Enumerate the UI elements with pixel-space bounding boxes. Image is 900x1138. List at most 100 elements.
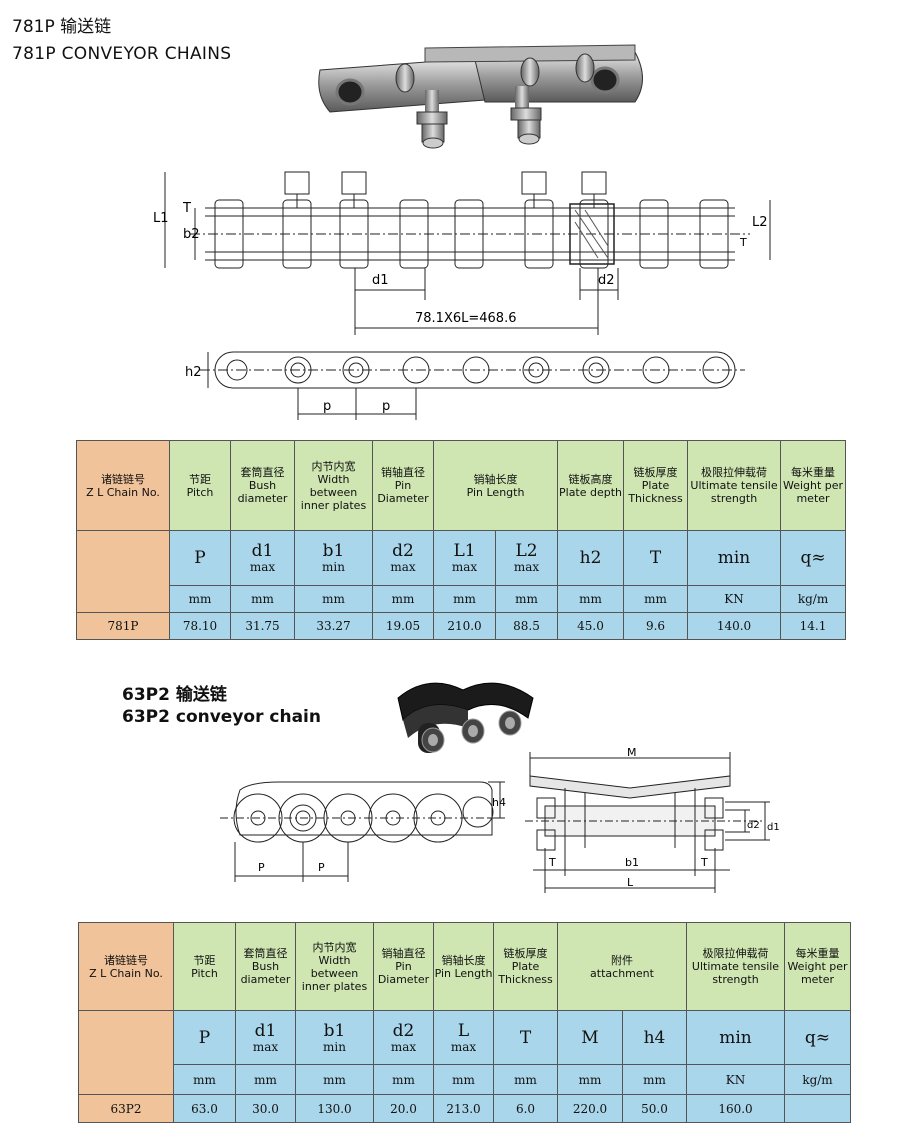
dim-T1: T: [548, 856, 556, 869]
sym-M: M: [557, 1010, 623, 1065]
unit-cell: mm: [433, 585, 496, 613]
value-cell: 63.0: [173, 1094, 236, 1123]
dim-L2: L2: [752, 215, 768, 230]
chain-781p-top-drawing: h2 p p: [185, 351, 745, 420]
value-cell: 50.0: [622, 1094, 687, 1123]
unit-cell: mm: [169, 585, 231, 613]
value-cell: 33.27: [294, 612, 373, 640]
dim-P2: P: [318, 861, 325, 874]
section2-title-zh: 63P2 输送链: [122, 685, 227, 705]
value-cell: 45.0: [557, 612, 625, 640]
row-chain-no: 63P2: [78, 1094, 174, 1123]
chain-63p2-section-drawing: M d2 d1 T b1 T L: [525, 748, 780, 893]
value-cell: 130.0: [295, 1094, 374, 1123]
sym-h4: h4: [622, 1010, 687, 1065]
unit-cell: mm: [294, 585, 373, 613]
value-cell: 6.0: [493, 1094, 558, 1123]
table-row: 781P 78.10 31.75 33.27 19.05 210.0 88.5 …: [76, 612, 847, 640]
chain-781p-side-drawing: L1 b2 T L2 T d1 d2 78.1X6L=468.6: [153, 171, 771, 335]
value-cell: 160.0: [686, 1094, 785, 1123]
value-cell: 9.6: [623, 612, 689, 640]
value-cell: 220.0: [557, 1094, 623, 1123]
unit-cell: mm: [373, 1064, 434, 1095]
dim-p2: p: [382, 399, 390, 414]
value-cell: 210.0: [433, 612, 496, 640]
unit-cell: mm: [372, 585, 434, 613]
sym-T: T: [623, 530, 689, 586]
dim-b2: b2: [183, 227, 200, 242]
sym-min: min: [686, 1010, 785, 1065]
dim-d2: d2: [598, 273, 615, 288]
unit-cell: mm: [295, 1064, 374, 1095]
chain-781p-photo: [318, 44, 643, 149]
table-row: 63P2 63.0 30.0 130.0 20.0 213.0 6.0 220.…: [78, 1094, 851, 1123]
dim-h4: h4: [492, 796, 506, 809]
unit-cell: mm: [235, 1064, 296, 1095]
sym-P: P: [169, 530, 231, 586]
unit-cell: KN: [687, 585, 782, 613]
sym-min: min: [687, 530, 782, 586]
chain-no-blank: [76, 530, 170, 613]
value-cell: 140.0: [687, 612, 782, 640]
chain-no-blank: [78, 1010, 174, 1095]
dim-b1: b1: [625, 856, 639, 869]
dim-L: L: [627, 876, 634, 889]
sym-q: q≈: [784, 1010, 851, 1065]
chain-63p2-photo: [397, 682, 534, 753]
dim-P1: P: [258, 861, 265, 874]
unit-cell: mm: [557, 585, 625, 613]
value-cell: 78.10: [169, 612, 231, 640]
dim-T2: T: [700, 856, 708, 869]
value-cell: 88.5: [494, 612, 559, 640]
unit-cell: mm: [623, 585, 689, 613]
unit-cell: kg/m: [780, 585, 847, 613]
dim-d2: d2: [747, 820, 760, 831]
dim-d1: d1: [372, 273, 389, 288]
sym-P: P: [173, 1010, 236, 1065]
row-chain-no: 781P: [76, 612, 170, 640]
value-cell: 31.75: [230, 612, 295, 640]
sym-h2: h2: [557, 530, 625, 586]
value-cell: 30.0: [235, 1094, 296, 1123]
dim-span: 78.1X6L=468.6: [415, 311, 516, 326]
unit-cell: mm: [230, 585, 295, 613]
section1-title-en: 781P CONVEYOR CHAINS: [12, 44, 232, 64]
unit-cell: mm: [622, 1064, 687, 1095]
unit-cell: mm: [557, 1064, 623, 1095]
dim-h2: h2: [185, 365, 202, 380]
section2-title-en: 63P2 conveyor chain: [122, 707, 321, 727]
unit-cell: kg/m: [784, 1064, 851, 1095]
unit-cell: mm: [494, 585, 559, 613]
dim-T2: T: [739, 236, 747, 249]
dim-T: T: [182, 201, 191, 216]
value-cell: 20.0: [373, 1094, 434, 1123]
dim-L1: L1: [153, 211, 169, 226]
